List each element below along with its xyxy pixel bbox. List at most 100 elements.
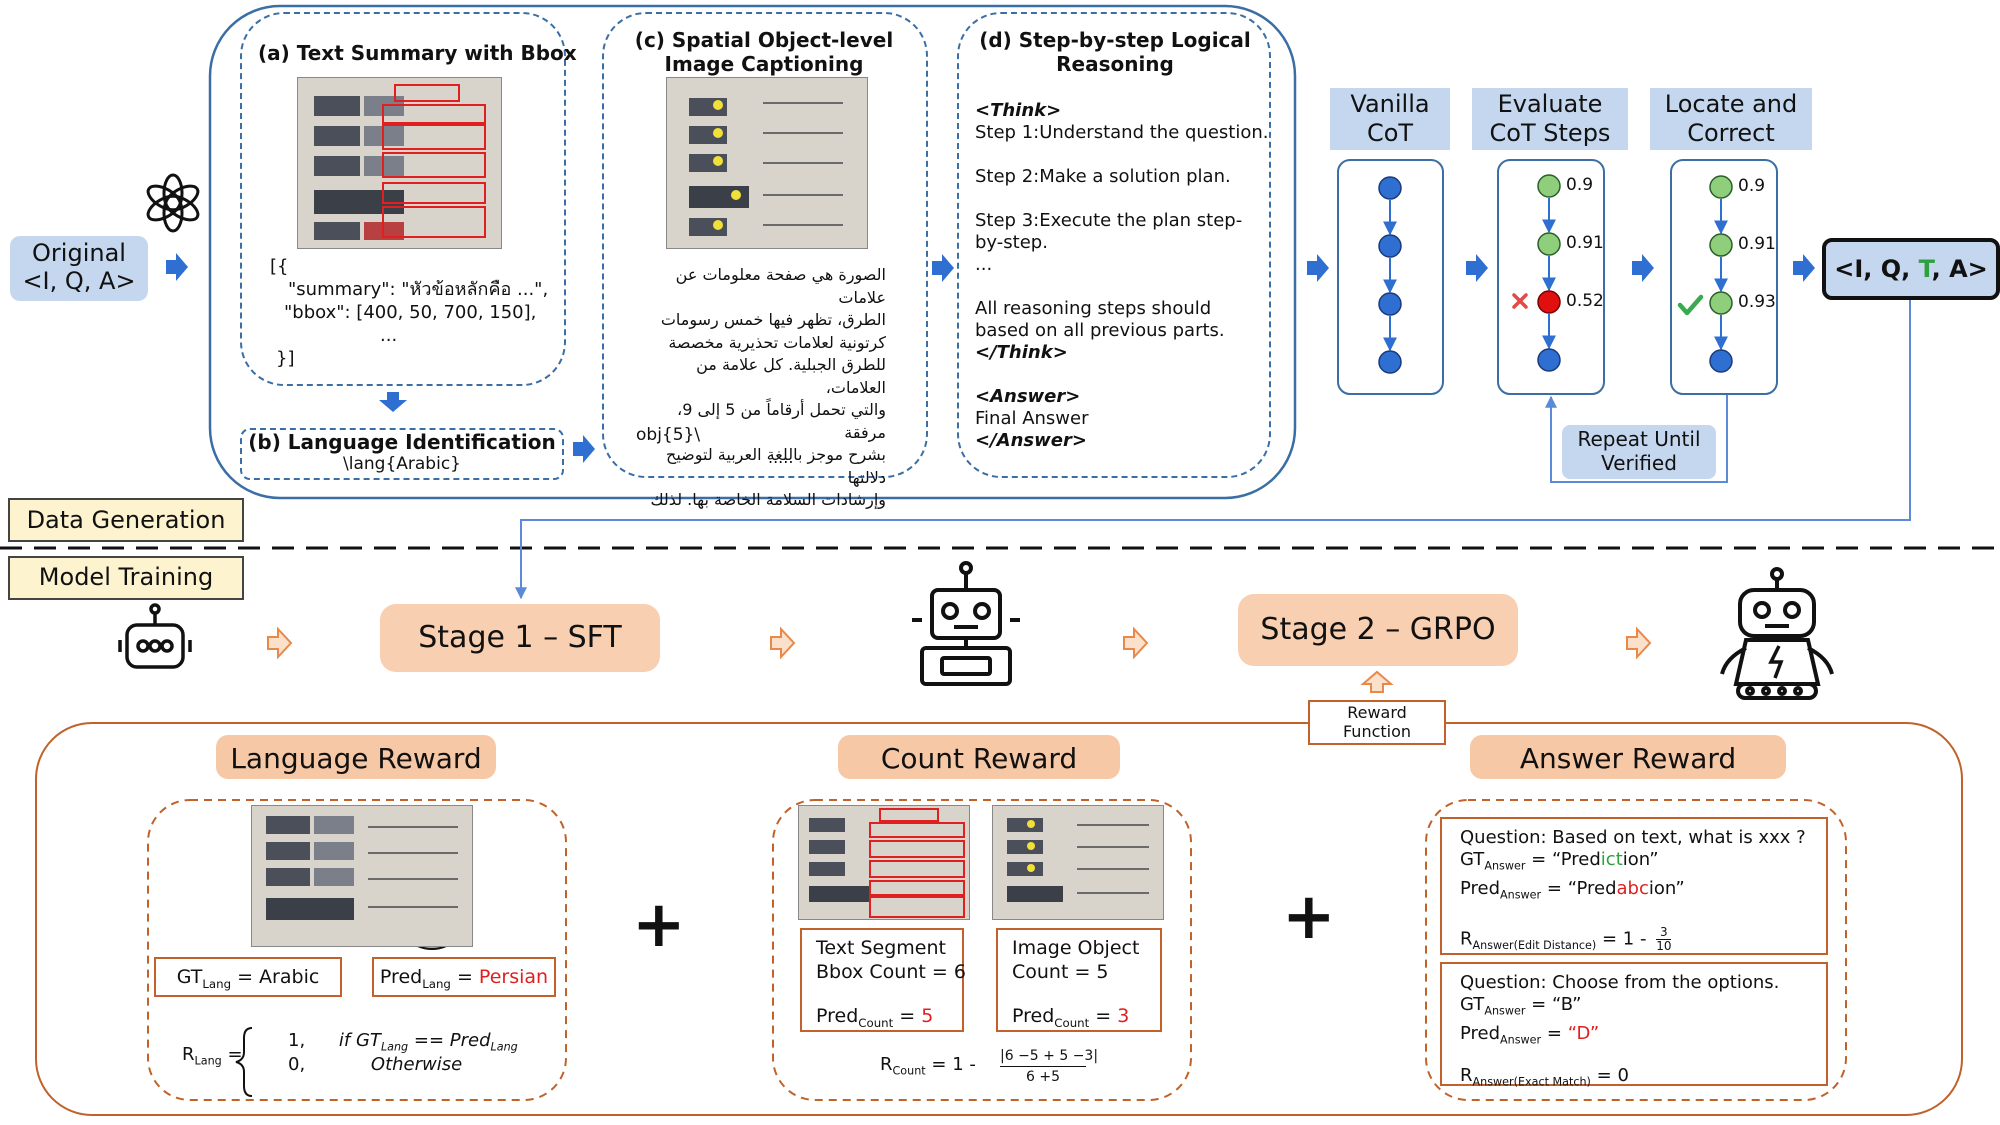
check-icon	[1677, 294, 1704, 316]
openai-logo-icon	[146, 173, 200, 233]
right-pred-eq: =	[1095, 1005, 1112, 1027]
right-pred-sub: Count	[1054, 1015, 1090, 1030]
answer-pred2: PredAnswer = “D”	[1460, 1023, 1826, 1052]
captioning-ellipsis: .....	[768, 448, 794, 467]
document-thumbnail-c	[666, 77, 868, 249]
evaluate-label-1: Evaluate	[1497, 90, 1603, 118]
json-line-2: "summary": "หัวข้อหลักคือ ...",	[288, 279, 549, 300]
vanilla-nodes	[1378, 176, 1402, 374]
locate-score-3: 0.93	[1738, 292, 1776, 312]
answer-q1: Question: Based on text, what is xxx ?	[1460, 827, 1806, 848]
locate-label-2: Correct	[1687, 119, 1775, 147]
case-1-cond2: == Pred	[413, 1030, 491, 1051]
lang-id-value: \lang{Arabic}	[343, 454, 461, 474]
r-lang-eq: =	[227, 1044, 243, 1065]
block-arrows-blue	[166, 253, 1815, 463]
pred1-sub: Answer	[1500, 888, 1542, 902]
arrow-locate-to-output	[1793, 254, 1815, 282]
r1-label: R	[1460, 928, 1473, 950]
captioning-panel	[602, 12, 928, 478]
think-close: </Think>	[975, 342, 1068, 363]
reasoning-title-1: (d) Step-by-step Logical	[979, 28, 1251, 52]
case-brace	[235, 1027, 253, 1097]
evaluate-label-2: CoT Steps	[1489, 119, 1611, 147]
gt2-label: GT	[1460, 994, 1485, 1015]
captioning-arabic-text: الصورة هي صفحة معلومات عن علامات الطرق، …	[634, 264, 886, 512]
pred-lang-value: Persian	[478, 966, 549, 988]
pred1-mid: abc	[1616, 877, 1649, 899]
gt-lang-value: = Arabic	[237, 966, 320, 988]
gt2-eq: =	[1531, 994, 1547, 1015]
lang-id-panel	[240, 428, 564, 480]
language-reward-title: Language Reward	[230, 742, 482, 775]
plus-sign-2: +	[1282, 880, 1336, 954]
data-generation-label: Data Generation	[26, 506, 226, 534]
left-pred-sub: Count	[858, 1015, 894, 1030]
gt1-eq: =	[1531, 849, 1547, 870]
gt-lang-sub: Lang	[202, 976, 232, 991]
arrow-c-to-d	[932, 254, 954, 282]
reward-function-label-1: Reward	[1347, 703, 1407, 722]
arrow-evaluate-to-locate	[1632, 254, 1654, 282]
arabic-line-3: كرتونية لعلامات تحذيرية مخصصة	[668, 332, 886, 352]
output-t: T	[1918, 255, 1932, 283]
gt1-pre: “Pred	[1551, 849, 1601, 870]
captioning-title-2: Image Captioning	[664, 52, 864, 76]
answer-r2: RAnswer(Exact Match) = 0	[1460, 1065, 1826, 1094]
block-arrows-orange	[267, 626, 1652, 693]
pred2-eq: =	[1546, 1022, 1562, 1044]
count-reward-panel	[772, 799, 1192, 1101]
text-summary-title: (a) Text Summary with Bbox	[258, 41, 577, 65]
r1-num: 3	[1656, 926, 1672, 941]
text-segment-label-2: Bbox Count = 6	[816, 961, 966, 983]
pred1-pre: “Pred	[1567, 877, 1617, 899]
document-thumbnail-count-left	[798, 805, 970, 920]
arrow-grpo-to-robot	[1626, 626, 1652, 660]
left-pred-eq: =	[899, 1005, 916, 1027]
count-formula: RCount = 1 -	[880, 1054, 976, 1078]
answer-gt1: GTAnswer = “Prediction”	[1460, 849, 1826, 878]
pred2-label: Pred	[1460, 1022, 1501, 1044]
data-generation-tag	[8, 498, 244, 542]
final-answer: Final Answer	[975, 408, 1089, 429]
image-object-pred: PredCount = 3	[1012, 1004, 1160, 1035]
pred1-label: Pred	[1460, 877, 1501, 899]
arrow-vanilla-to-evaluate	[1466, 254, 1488, 282]
case-1-cond-sub: Lang	[380, 1040, 409, 1054]
note-1: All reasoning steps should	[975, 298, 1212, 319]
r-lang: R	[182, 1044, 195, 1065]
answer-q2: Question: Choose from the options.	[1460, 972, 1780, 993]
gt2-sub: Answer	[1484, 1004, 1526, 1018]
repeat-label-1: Repeat Until	[1577, 427, 1701, 451]
repeat-loop-line	[1545, 394, 1728, 483]
reasoning-panel	[957, 12, 1271, 478]
evaluate-score-1: 0.9	[1566, 175, 1594, 195]
gt2-val: “B”	[1551, 994, 1582, 1015]
stage-2-label: Stage 2 – GRPO	[1260, 612, 1496, 647]
stage-1-sft	[380, 604, 660, 672]
pred-lang-eq: =	[456, 966, 473, 988]
vanilla-label-2: CoT	[1366, 119, 1414, 147]
image-object-box: Image Object Count = 5 PredCount = 3	[996, 928, 1162, 1032]
answer-reward-panel	[1425, 799, 1847, 1101]
pred2-sub: Answer	[1500, 1033, 1542, 1047]
reward-function-label-2: Function	[1342, 722, 1412, 741]
r-lang-label: RLang =	[182, 1044, 243, 1068]
reward-function-box: Reward Function	[1308, 700, 1446, 745]
pred1-eq: =	[1546, 877, 1562, 899]
gt1-sub: Answer	[1484, 859, 1526, 873]
arrow-robot-to-sft	[267, 626, 293, 660]
language-reward-title-box	[216, 735, 496, 779]
output-box: <I, Q, T, A>	[1822, 238, 2000, 300]
original-sub: <I, Q, A>	[22, 267, 136, 295]
json-line-1: [{	[270, 256, 289, 277]
count-fraction-num: |6 −5 + 5 −3|	[1000, 1048, 1098, 1067]
r-lang-sub: Lang	[194, 1054, 222, 1068]
evaluate-cot-label: Evaluate CoT Steps	[1472, 88, 1628, 150]
locate-score-2: 0.91	[1738, 234, 1776, 254]
arabic-line-5: والتي تحمل أرقاماً من 5 إلى 9، مرفقة	[677, 400, 886, 442]
reasoning-title: (d) Step-by-step Logical Reasoning	[960, 28, 1270, 76]
language-reward-panel	[147, 799, 567, 1101]
case-1-cond: if GT	[338, 1030, 381, 1051]
model-training-label: Model Training	[38, 563, 214, 591]
